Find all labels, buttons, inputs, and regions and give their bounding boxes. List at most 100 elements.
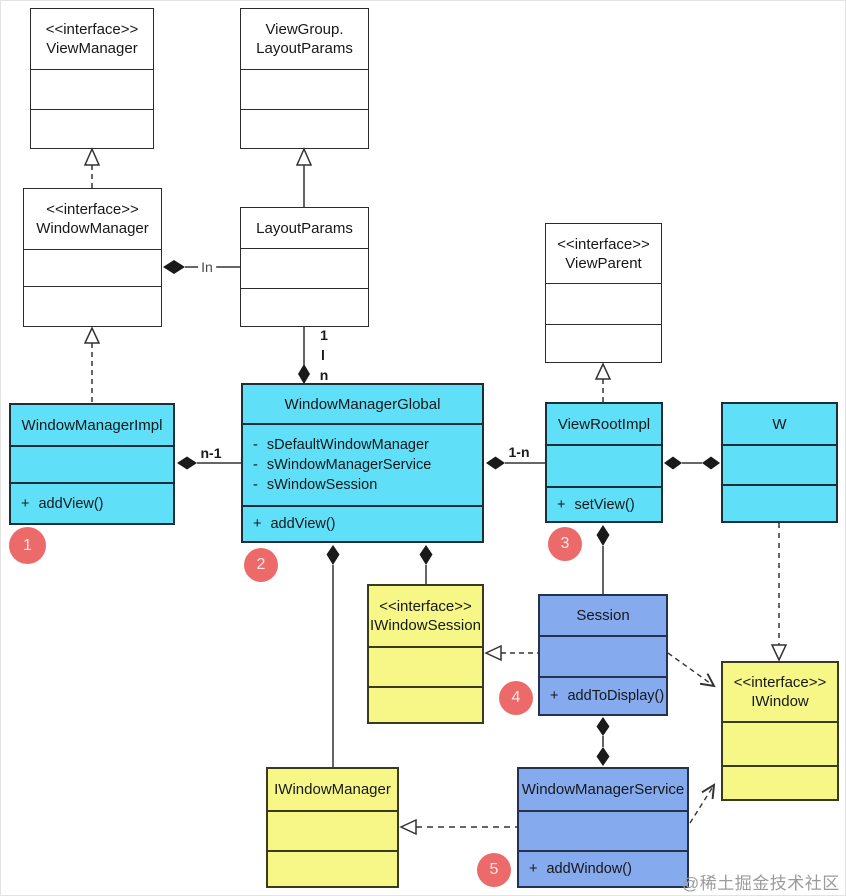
stereotype-label: <<interface>> bbox=[557, 235, 650, 253]
field-swindowmanagerservice: - sWindowManagerService bbox=[253, 457, 432, 473]
step-badge-1: 1 bbox=[9, 527, 46, 564]
class-title: ViewRootImpl bbox=[547, 404, 661, 444]
fields-compartment bbox=[547, 444, 661, 486]
composition-diamond-icon bbox=[163, 260, 185, 274]
field-sdefaultwindowmanager: - sDefaultWindowManager bbox=[253, 437, 429, 453]
class-name: IWindowSession bbox=[370, 617, 481, 634]
fields-compartment: - sDefaultWindowManager - sWindowManager… bbox=[243, 423, 482, 505]
stereotype-label: <<interface>> bbox=[379, 598, 472, 615]
class-title: IWindowManager bbox=[268, 769, 397, 810]
class-viewgroup-layoutparams: ViewGroup. LayoutParams bbox=[240, 8, 369, 149]
multiplicity-label-n-1: n-1 bbox=[200, 445, 222, 461]
class-window-manager-service: WindowManagerService + addWindow() bbox=[517, 767, 689, 888]
multiplicity-label-1-n: 1-n bbox=[508, 444, 530, 460]
class-window-manager: <<interface>> WindowManager bbox=[23, 188, 162, 327]
fields-compartment bbox=[11, 445, 173, 482]
class-window-manager-global: WindowManagerGlobal - sDefaultWindowMana… bbox=[241, 383, 484, 543]
class-title: Session bbox=[540, 596, 666, 635]
generalization-triangle-icon bbox=[399, 818, 417, 836]
stereotype-label: <<interface>> bbox=[46, 201, 139, 218]
methods-compartment bbox=[723, 484, 836, 521]
methods-compartment: + addWindow() bbox=[519, 850, 687, 886]
methods-compartment bbox=[268, 850, 397, 886]
class-view-parent: <<interface>> ViewParent bbox=[545, 223, 662, 363]
generalization-triangle-icon bbox=[594, 362, 612, 380]
methods-compartment: + addView() bbox=[11, 482, 173, 523]
class-name: IWindow bbox=[751, 693, 809, 710]
class-title: ViewGroup. LayoutParams bbox=[241, 9, 368, 69]
methods-compartment bbox=[369, 686, 482, 722]
fields-compartment bbox=[24, 249, 161, 286]
composition-diamond-icon bbox=[596, 747, 610, 766]
class-name: W bbox=[772, 415, 787, 433]
stereotype-label: <<interface>> bbox=[45, 21, 139, 38]
dependency-arrow-line bbox=[667, 652, 714, 686]
class-name: WindowManager bbox=[36, 220, 149, 237]
class-iwindow: <<interface>> IWindow bbox=[721, 661, 839, 801]
class-title: <<interface>> ViewManager bbox=[31, 9, 153, 69]
class-name-line1: ViewGroup. bbox=[265, 21, 344, 38]
fields-compartment bbox=[540, 635, 666, 676]
fields-compartment bbox=[241, 248, 368, 288]
fields-compartment bbox=[241, 69, 368, 109]
methods-compartment bbox=[723, 765, 837, 799]
fields-compartment bbox=[519, 810, 687, 850]
class-name: WindowManagerGlobal bbox=[284, 395, 441, 413]
fields-compartment bbox=[31, 69, 153, 109]
class-title: WindowManagerGlobal bbox=[243, 385, 482, 423]
class-view-root-impl: ViewRootImpl + setView() bbox=[545, 402, 663, 523]
methods-compartment bbox=[24, 286, 161, 326]
composition-diamond-icon bbox=[419, 545, 433, 565]
methods-compartment: + addView() bbox=[243, 505, 482, 541]
composition-diamond-icon bbox=[702, 456, 720, 470]
class-name: LayoutParams bbox=[256, 219, 353, 237]
class-name: IWindowManager bbox=[274, 781, 391, 798]
class-session: Session + addToDisplay() bbox=[538, 594, 668, 716]
class-title: <<interface>> IWindow bbox=[723, 663, 837, 721]
association-label-in: In bbox=[198, 260, 216, 274]
fields-compartment bbox=[723, 444, 836, 484]
fields-compartment bbox=[723, 721, 837, 765]
class-name: WindowManagerImpl bbox=[21, 416, 163, 434]
methods-compartment bbox=[546, 324, 661, 362]
method-setview: + setView() bbox=[557, 496, 635, 513]
methods-compartment bbox=[241, 109, 368, 148]
class-layoutparams: LayoutParams bbox=[240, 207, 369, 327]
generalization-triangle-icon bbox=[295, 147, 313, 166]
method-addview: + addView() bbox=[253, 516, 336, 532]
class-w: W bbox=[721, 402, 838, 523]
composition-diamond-icon bbox=[596, 525, 610, 546]
class-title: <<interface>> ViewParent bbox=[546, 224, 661, 283]
generalization-triangle-icon bbox=[484, 644, 502, 662]
class-name: WindowManagerService bbox=[521, 781, 685, 798]
methods-compartment bbox=[241, 288, 368, 326]
class-iwindow-session: <<interface>> IWindowSession bbox=[367, 584, 484, 724]
field-swindowsession: - sWindowSession bbox=[253, 477, 378, 493]
composition-diamond-icon bbox=[326, 545, 340, 565]
step-badge-2: 2 bbox=[244, 548, 278, 582]
generalization-triangle-icon bbox=[83, 147, 101, 166]
class-view-manager: <<interface>> ViewManager bbox=[30, 8, 154, 149]
class-title: LayoutParams bbox=[241, 208, 368, 248]
class-title: <<interface>> WindowManager bbox=[24, 189, 161, 249]
step-badge-3: 3 bbox=[548, 527, 582, 561]
class-title: WindowManagerService bbox=[519, 769, 687, 810]
dependency-arrow-line bbox=[689, 785, 714, 824]
fields-compartment bbox=[546, 283, 661, 324]
class-title: <<interface>> IWindowSession bbox=[369, 586, 482, 646]
methods-compartment bbox=[31, 109, 153, 148]
fields-compartment bbox=[369, 646, 482, 686]
class-title: W bbox=[723, 404, 836, 444]
class-name-line2: LayoutParams bbox=[256, 40, 353, 57]
multiplicity-label-1: 1 bbox=[320, 327, 328, 343]
stereotype-label: <<interface>> bbox=[733, 674, 827, 691]
multiplicity-label-n: n bbox=[319, 367, 329, 383]
method-addwindow: + addWindow() bbox=[529, 861, 632, 877]
method-addtodisplay: + addToDisplay() bbox=[550, 688, 665, 704]
class-iwindow-manager: IWindowManager bbox=[266, 767, 399, 888]
class-title: WindowManagerImpl bbox=[11, 405, 173, 445]
generalization-triangle-icon bbox=[770, 644, 788, 662]
class-name: ViewManager bbox=[46, 40, 138, 57]
composition-diamond-icon bbox=[298, 364, 310, 384]
fields-compartment bbox=[268, 810, 397, 850]
